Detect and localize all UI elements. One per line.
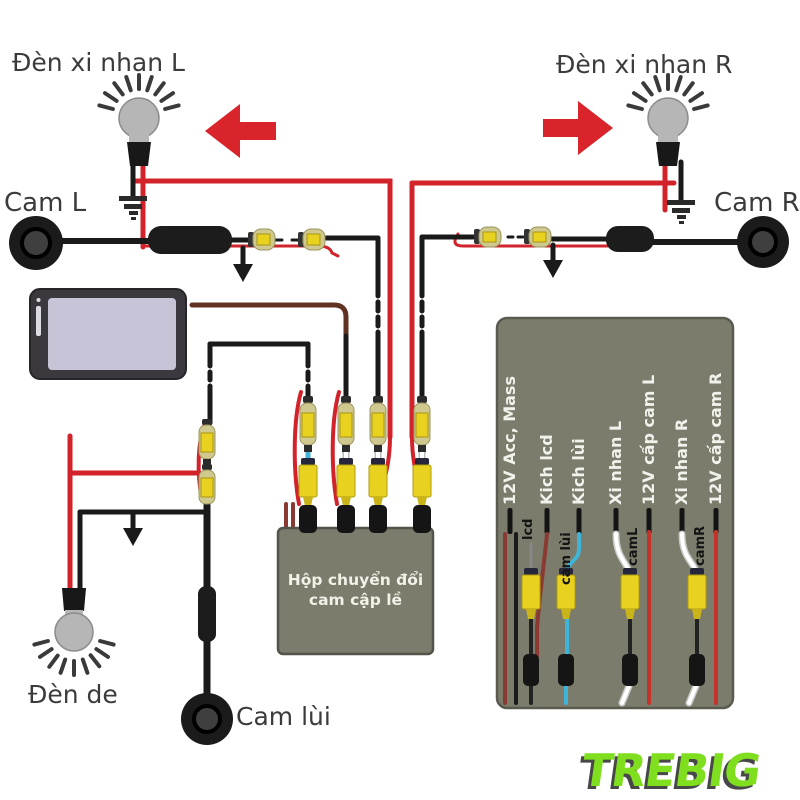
turn-signal-left-bulb xyxy=(97,73,181,166)
camera-right-label: Cam R xyxy=(714,188,800,218)
rca-camR xyxy=(687,568,707,686)
legend-rca-connectors xyxy=(521,568,707,686)
rca-cam-lui xyxy=(556,568,576,686)
legend-pin-cap-cam-l: 12V cấp cam L xyxy=(639,374,658,505)
rca-lcd xyxy=(521,568,541,686)
reverse-light-bulb xyxy=(32,588,116,677)
legend-pin-xi-nhan-r: Xi nhan R xyxy=(672,418,691,505)
bundle-backing-wires xyxy=(305,441,426,533)
converter-box-label-line2: cam cập lề xyxy=(308,591,403,609)
monitor xyxy=(29,288,187,380)
cable-bullet-connectors xyxy=(248,226,552,251)
ferrite-chokes xyxy=(148,226,654,642)
camera-left-label: Cam L xyxy=(4,188,87,218)
ground-arrows xyxy=(123,260,563,546)
legend-pin-ticks xyxy=(507,508,719,534)
legend-connector-cam-lui: cam lùi xyxy=(559,532,574,585)
reverse-camera-connectors xyxy=(198,419,216,505)
left-arrow-icon xyxy=(205,104,276,158)
rca-camL xyxy=(620,568,640,686)
reverse-light-label: Đèn de xyxy=(28,680,118,709)
box-input-bundles xyxy=(298,396,432,533)
camera-right xyxy=(737,216,789,268)
legend-connector-lcd: lcd xyxy=(521,518,536,540)
reverse-camera xyxy=(181,693,233,745)
chassis-ground-right xyxy=(667,200,695,224)
legend-pin-kich-lui: Kich lùi xyxy=(569,438,588,505)
camera-left xyxy=(9,216,63,270)
legend-panel xyxy=(495,316,735,710)
bundle-lcd-input xyxy=(336,396,356,533)
chassis-ground-left xyxy=(119,196,147,220)
legend-pin-kich-lcd: Kich lcd xyxy=(537,434,556,505)
right-arrow-icon xyxy=(543,101,613,155)
legend-pin-acc-mass: 12V Acc, Mass xyxy=(500,376,519,505)
turn-signal-left-label: Đèn xi nhan L xyxy=(12,48,185,77)
legend-connector-camR: camR xyxy=(693,525,708,566)
converter-box-label-line1: Hộp chuyển đổi xyxy=(287,571,424,589)
bundle-camL-input xyxy=(368,396,388,533)
bundle-camR-input xyxy=(412,396,432,533)
legend-connector-camL: camL xyxy=(626,527,641,566)
turn-signal-right-label: Đèn xi nhan R xyxy=(556,50,733,79)
reverse-camera-label: Cam lùi xyxy=(236,702,331,731)
converter-box-label: Hộp chuyển đổi cam cập lề xyxy=(278,570,433,610)
turn-signal-right-bulb xyxy=(626,73,710,166)
bundle-cam-lui-input xyxy=(298,396,318,533)
legend-pin-xi-nhan-l: Xi nhan L xyxy=(606,420,625,505)
converter-box xyxy=(276,526,435,656)
trebig-logo: TREBIG xyxy=(578,744,764,797)
maroon-box-stubs xyxy=(284,502,295,530)
legend-pin-cap-cam-r: 12V cấp cam R xyxy=(706,372,725,505)
black-wires xyxy=(57,159,743,699)
monitor-video-wire xyxy=(189,302,349,403)
